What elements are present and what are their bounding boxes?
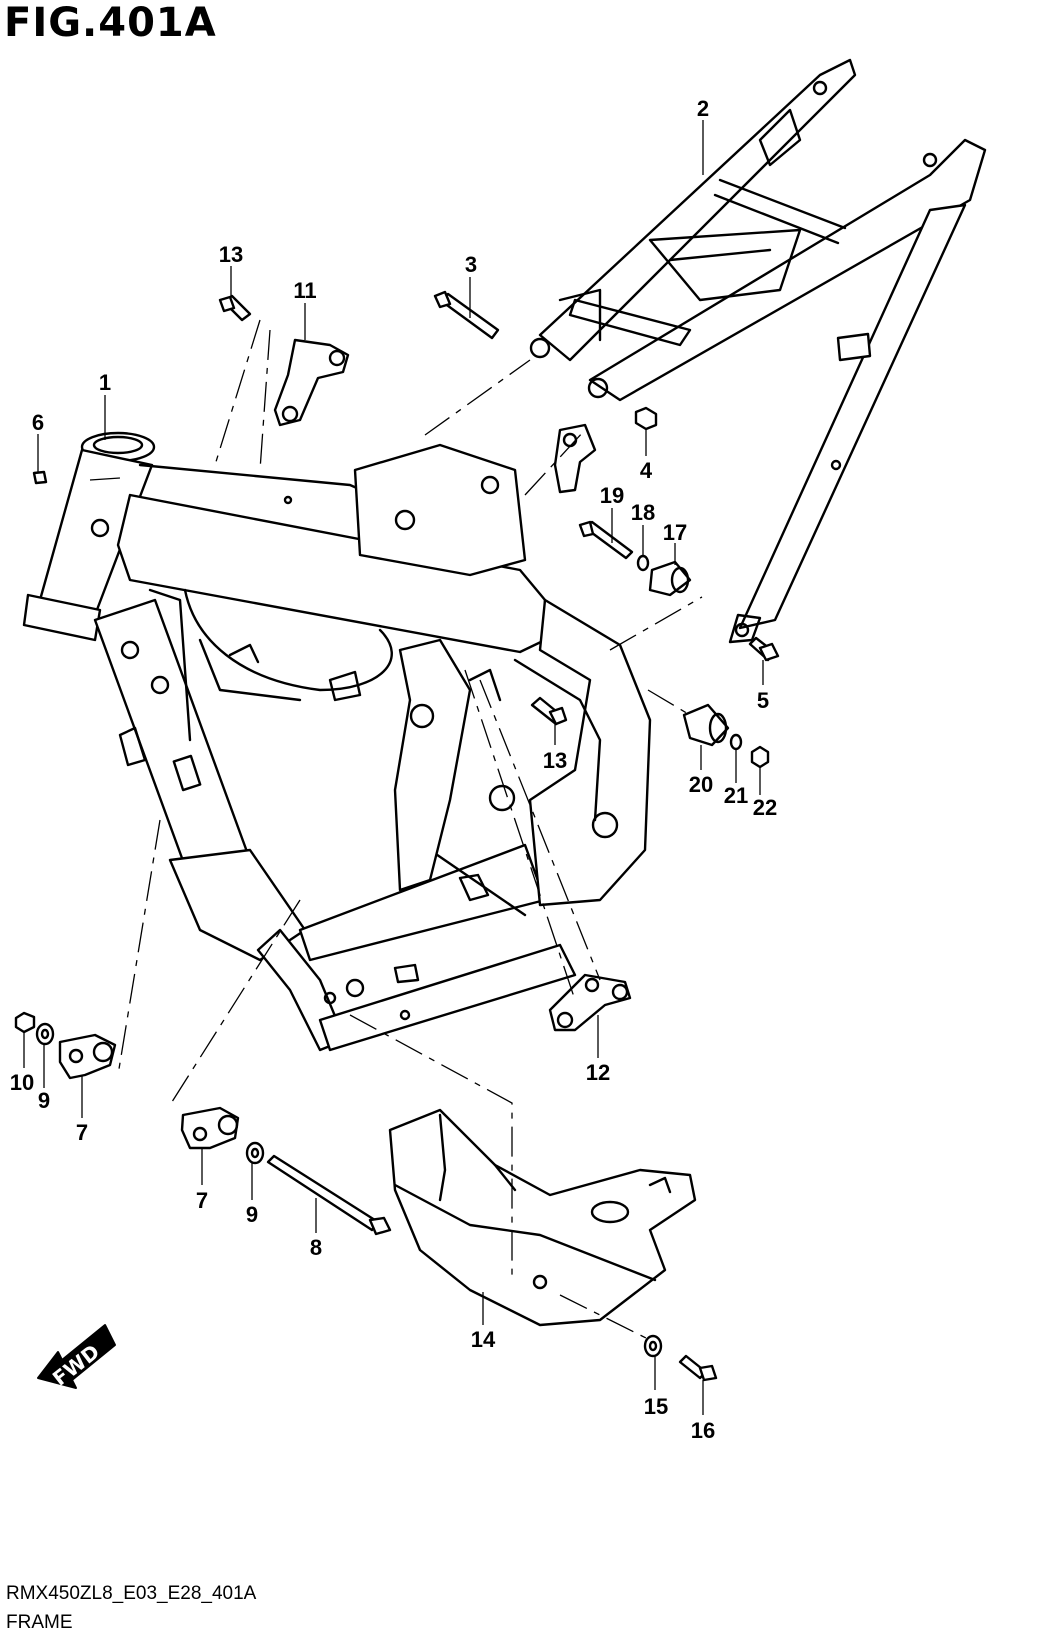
skid-plate-14	[388, 1108, 697, 1327]
nut-4	[634, 406, 658, 431]
washer-9-left	[35, 1022, 55, 1046]
callout-20: 20	[689, 772, 713, 797]
bolt-16	[678, 1354, 718, 1382]
callouts: 1 2 3 4 5 6 7 7 8 9 9 10 11 12 13 13 14 …	[10, 96, 777, 1443]
bolt-8	[266, 1154, 392, 1236]
callout-14: 14	[471, 1327, 496, 1352]
bolt-13-lower	[530, 696, 568, 726]
callout-10: 10	[10, 1070, 34, 1095]
bolt-13-upper	[218, 294, 252, 322]
figure-name: FRAME	[6, 1612, 73, 1633]
nut-22	[750, 745, 770, 769]
bolt-6	[32, 470, 48, 485]
callout-2: 2	[697, 96, 709, 121]
bolt-5	[748, 636, 780, 662]
callout-21: 21	[724, 783, 748, 808]
washer-15	[643, 1334, 663, 1358]
leader-lines	[23, 120, 764, 1415]
bolt-3	[433, 290, 500, 340]
callout-19: 19	[600, 483, 624, 508]
washer-9-lower	[245, 1141, 265, 1165]
rear-subframe	[529, 58, 987, 644]
callout-9-lower: 9	[246, 1202, 258, 1227]
forward-direction-arrow: FWD	[37, 1324, 116, 1391]
engine-mount-7-left	[58, 1033, 117, 1080]
callout-11: 11	[293, 278, 316, 303]
bracket-11	[273, 338, 350, 427]
bracket-12	[548, 973, 632, 1032]
callout-7-left: 7	[76, 1120, 88, 1145]
assembly-lines	[89, 319, 703, 1341]
callout-6: 6	[32, 410, 44, 435]
callout-12: 12	[586, 1060, 610, 1085]
nut-10	[14, 1011, 36, 1034]
washer-21	[729, 733, 743, 751]
callout-5: 5	[757, 688, 769, 713]
main-frame	[22, 431, 652, 1052]
callout-16: 16	[691, 1418, 715, 1443]
callout-3: 3	[465, 252, 477, 277]
callout-7-lower: 7	[196, 1188, 208, 1213]
callout-13-upper: 13	[219, 242, 243, 267]
callout-17: 17	[663, 520, 687, 545]
figure-code: RMX450ZL8_E03_E28_401A	[6, 1583, 257, 1604]
engine-mount-7-lower	[180, 1106, 240, 1150]
washer-18	[636, 554, 650, 572]
callout-4: 4	[640, 458, 653, 483]
shock-bracket	[553, 423, 597, 494]
callout-9-left: 9	[38, 1088, 50, 1113]
callout-22: 22	[753, 795, 777, 820]
callout-13-lower: 13	[543, 748, 567, 773]
bushing-17	[648, 560, 692, 597]
callout-18: 18	[631, 500, 655, 525]
bolt-19	[578, 520, 634, 560]
callout-1: 1	[99, 370, 111, 395]
figure-title: FIG.401A	[4, 0, 217, 46]
bushing-20	[682, 703, 730, 747]
callout-8: 8	[310, 1235, 322, 1260]
callout-15: 15	[644, 1394, 668, 1419]
